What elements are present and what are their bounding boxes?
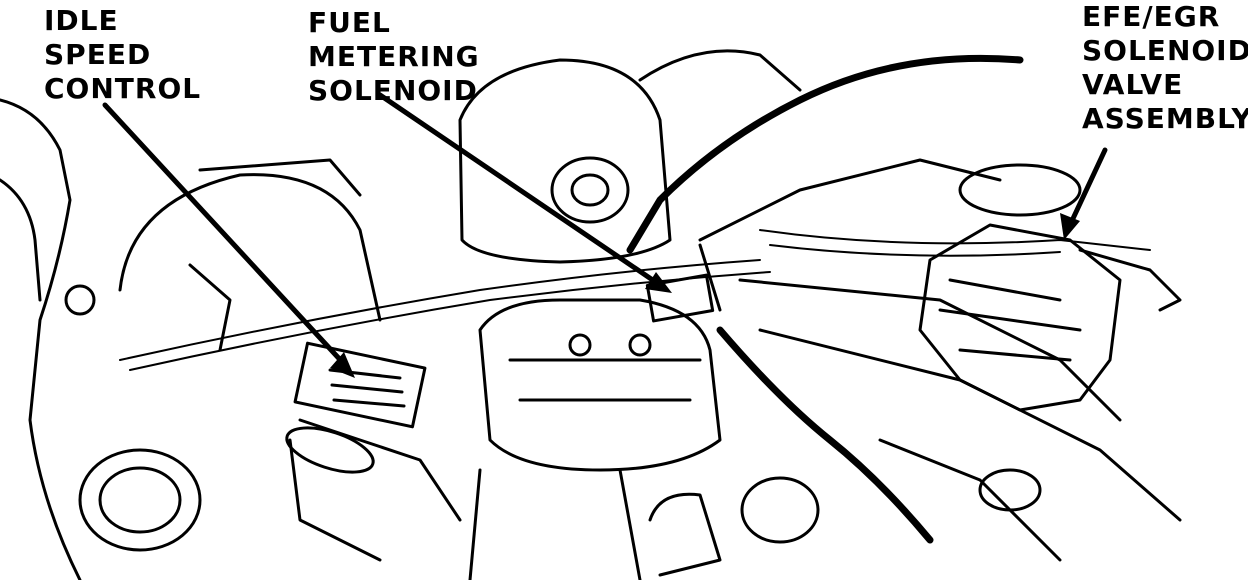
left-bolt xyxy=(64,284,96,316)
idle-label-line-2: SPEED xyxy=(44,38,152,71)
round-cover-lower-left xyxy=(78,448,202,552)
left-fender-outline xyxy=(0,98,82,580)
idle-leader-line xyxy=(102,102,348,368)
fuel-arrowhead xyxy=(645,272,672,293)
idle-speed-control-unit xyxy=(293,341,427,429)
idle-arrowhead xyxy=(330,352,355,378)
efe-label-line-2: SOLENOID xyxy=(1082,34,1248,67)
efe-label-line-1: EFE/EGR xyxy=(1082,0,1221,33)
air-cleaner-dome-left xyxy=(118,173,382,322)
wire-harness-upper xyxy=(626,54,1024,254)
fuel-label-line-3: SOLENOID xyxy=(308,74,478,107)
alternator xyxy=(458,58,672,264)
fuel-leader-line xyxy=(377,92,663,288)
efe-label-line-4: ASSEMBLY xyxy=(1082,102,1248,135)
fuel-label-line-1: FUEL xyxy=(308,6,391,39)
idle-speed-control-label: IDLE SPEED CONTROL xyxy=(44,4,201,106)
fuel-metering-solenoid-label: FUEL METERING SOLENOID xyxy=(308,6,480,108)
round-cover-lower-left-inner xyxy=(98,466,182,534)
efe-arrowhead xyxy=(1060,213,1080,240)
idle-label-line-3: CONTROL xyxy=(44,72,202,105)
left-housing xyxy=(0,178,42,302)
intake-manifold-right xyxy=(698,158,1002,242)
efe-label-line-3: VALVE xyxy=(1082,68,1184,101)
efe-egr-solenoid-assembly xyxy=(918,223,1122,412)
wire-harness-lower xyxy=(716,326,934,544)
efe-leader-line xyxy=(1067,147,1108,228)
fuel-label-line-2: METERING xyxy=(308,40,480,73)
wire-bundle xyxy=(119,259,761,361)
round-cover-right xyxy=(958,163,1082,217)
vacuum-canister xyxy=(740,476,820,544)
throttle-body xyxy=(478,298,722,472)
efe-egr-solenoid-valve-label: EFE/EGR SOLENOID VALVE ASSEMBLY xyxy=(1082,0,1248,136)
idle-label-line-1: IDLE xyxy=(44,4,119,37)
